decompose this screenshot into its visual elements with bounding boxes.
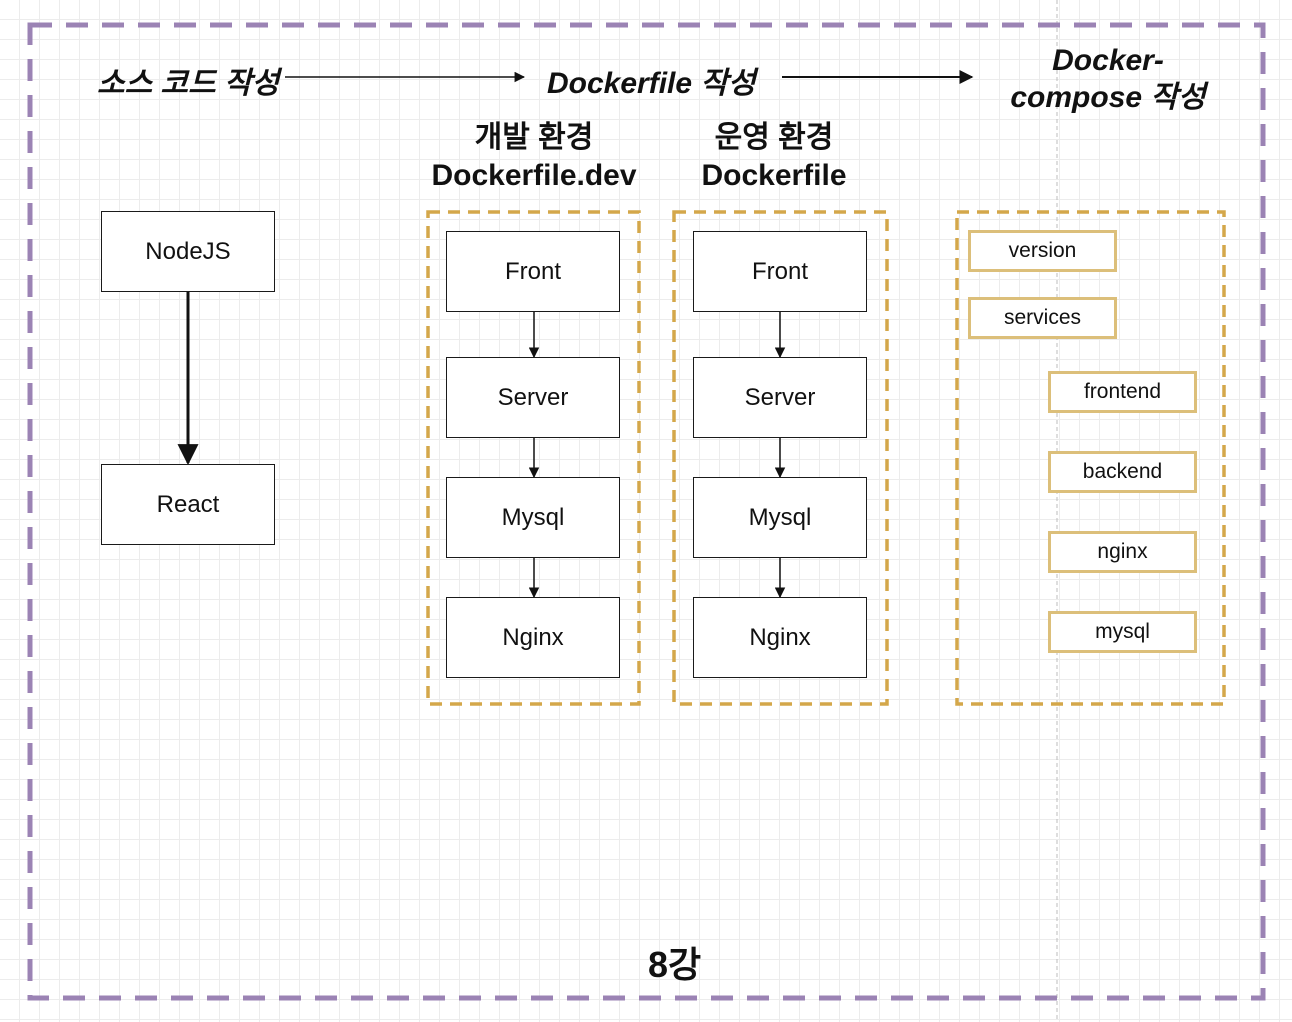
- prod-group-frame: [672, 210, 889, 706]
- dev-nginx-box[interactable]: Nginx: [446, 597, 620, 678]
- step-compose-line1: Docker-: [1052, 44, 1164, 77]
- dev-mysql-box[interactable]: Mysql: [446, 477, 620, 558]
- step-compose: Docker- compose 작성: [1000, 42, 1216, 116]
- prod-server-box[interactable]: Server: [693, 357, 867, 438]
- compose-mysql-tag[interactable]: mysql: [1048, 611, 1197, 653]
- prod-front-box[interactable]: Front: [693, 231, 867, 312]
- step-source-code: 소스 코드 작성: [97, 67, 280, 100]
- nodejs-box[interactable]: NodeJS: [101, 211, 275, 292]
- step-compose-line2: compose 작성: [1010, 81, 1206, 114]
- compose-group-frame: [955, 210, 1226, 706]
- compose-version-tag[interactable]: version: [968, 230, 1117, 272]
- dev-front-box[interactable]: Front: [446, 231, 620, 312]
- compose-nginx-tag[interactable]: nginx: [1048, 531, 1197, 573]
- dev-group-frame: [426, 210, 641, 706]
- dev-header-line1: 개발 환경: [474, 121, 594, 154]
- prod-header: 운영 환경 Dockerfile: [660, 119, 888, 195]
- compose-backend-tag[interactable]: backend: [1048, 451, 1197, 493]
- dev-header: 개발 환경 Dockerfile.dev: [408, 119, 660, 195]
- compose-services-tag[interactable]: services: [968, 297, 1117, 339]
- prod-header-line2: Dockerfile: [701, 159, 847, 192]
- dev-header-line2: Dockerfile.dev: [431, 159, 637, 192]
- prod-mysql-box[interactable]: Mysql: [693, 477, 867, 558]
- compose-frontend-tag[interactable]: frontend: [1048, 371, 1197, 413]
- outer-frame: [27, 22, 1266, 1001]
- step-dockerfile: Dockerfile 작성: [547, 67, 756, 100]
- prod-header-line1: 운영 환경: [714, 121, 834, 154]
- prod-nginx-box[interactable]: Nginx: [693, 597, 867, 678]
- dev-server-box[interactable]: Server: [446, 357, 620, 438]
- react-box[interactable]: React: [101, 464, 275, 545]
- lecture-label: 8강: [648, 944, 702, 985]
